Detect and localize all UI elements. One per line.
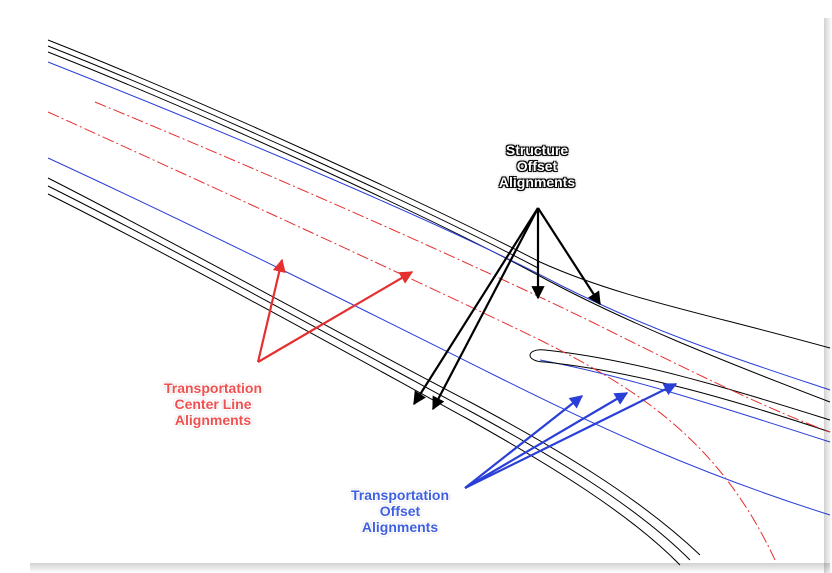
- structure-loop: [529, 349, 831, 433]
- offset-arrow-3: [464, 383, 678, 489]
- frame-shadow-right: [824, 18, 832, 573]
- center-line-upper: [94, 101, 831, 433]
- offset-arrow-2: [464, 392, 629, 489]
- offset-label-line-1: Transportation: [350, 487, 449, 503]
- offset-arrows: [464, 383, 678, 489]
- structure-label-line-1: Structure: [505, 142, 569, 158]
- structure-arrows: [413, 207, 601, 411]
- offset-label-line-2: Offset: [379, 503, 421, 519]
- structure-line-l2: [47, 185, 691, 561]
- structure-line-u1: [47, 39, 831, 349]
- center-line-label: Transportation Center Line Alignments: [138, 380, 288, 428]
- structure-line-u3: [47, 51, 831, 403]
- frame-shadow-bottom: [30, 563, 830, 573]
- structure-label-line-2: Offset: [516, 158, 558, 174]
- offset-line-upper: [47, 61, 831, 391]
- structure-offset-label: Structure Offset Alignments: [482, 142, 592, 190]
- offset-arrow-1: [464, 395, 584, 489]
- center-label-line-2: Center Line: [174, 396, 252, 412]
- offset-label-line-3: Alignments: [361, 519, 439, 535]
- structure-label-line-3: Alignments: [498, 174, 576, 190]
- transportation-offset-label: Transportation Offset Alignments: [330, 487, 470, 535]
- structure-arrow-4: [432, 207, 539, 411]
- center-line-arrow-1: [256, 258, 286, 363]
- center-line-lower: [47, 111, 776, 561]
- structure-arrow-2: [537, 207, 601, 306]
- offset-alignments: [47, 61, 831, 516]
- offset-line-lower: [47, 157, 831, 516]
- center-line-arrows: [256, 258, 414, 363]
- center-label-line-3: Alignments: [174, 412, 252, 428]
- structure-line-u2: [47, 45, 539, 269]
- structure-line-l1: [47, 177, 701, 556]
- center-label-line-1: Transportation: [163, 380, 262, 396]
- structure-arrow-3: [413, 207, 539, 406]
- center-line-alignments: [47, 101, 831, 561]
- center-line-arrow-2: [257, 271, 414, 363]
